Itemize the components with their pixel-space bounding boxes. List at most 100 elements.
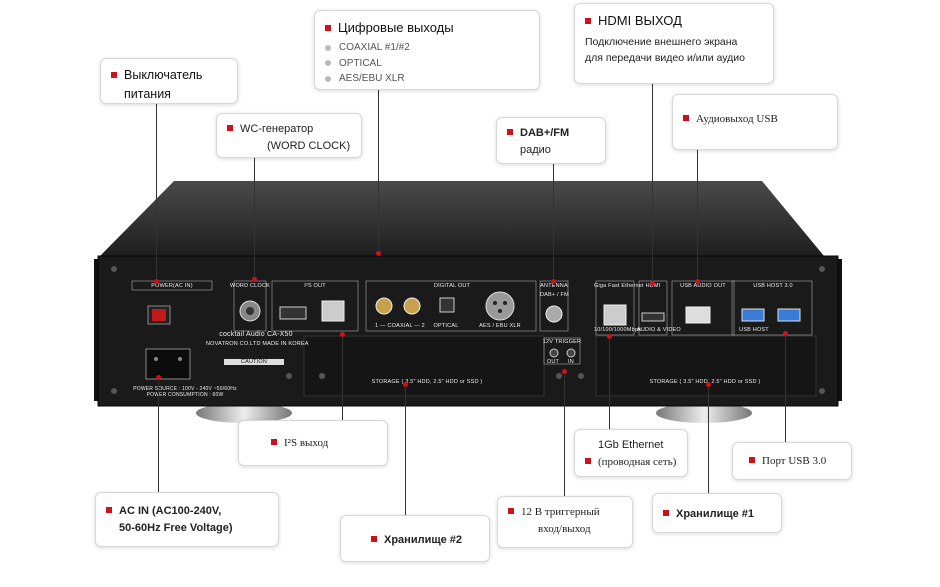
bullet-icon [507,129,513,135]
audio-video-label: AUDIO & VIDEO [637,327,681,333]
trigger-label: 12V TRIGGER [542,339,582,345]
callout-digital-out: Цифровые выходы COAXIAL #1/#2 OPTICAL AE… [314,10,540,90]
hdmi-device-label: HDMI [645,283,661,289]
word-clock-label: WORD CLOCK [230,283,270,289]
dab-fm-label: DAB+ / FM [540,292,569,298]
line-ac-in [158,378,159,492]
pin-hdmi [650,281,655,286]
coaxial-label: 1 — COAXIAL — 2 [375,323,425,329]
line-dab-fm [553,164,554,282]
hdmi-line2: для передачи видео и/или аудио [585,52,745,65]
callout-word-clock: WC-генератор (WORD CLOCK) [216,113,362,158]
power-consumption-label: POWER CONSUMPTION : 60W [146,392,224,398]
pin-storage1 [706,382,711,387]
callout-hdmi: HDMI ВЫХОД Подключение внешнего экрана д… [574,3,774,84]
line-power-switch [156,104,157,282]
i2s-label: I²S выход [284,437,329,449]
callout-storage2: Хранилище #2 [340,515,490,562]
dab-fm-line1: DAB+/FM [520,127,570,139]
ac-in-line2: 50-60Hz Free Voltage) [119,522,233,535]
list-dot-icon [325,75,331,82]
callout-dab-fm: DAB+/FM радио [496,117,606,164]
usb-audio-out-label: USB AUDIO OUT [680,283,726,289]
ac-in-line1: AC IN (AC100-240V, [119,505,222,517]
storage2-device-label: STORAGE ( 3.5" HDD, 2.5" HDD or SSD ) [371,379,483,385]
hdmi-title: HDMI ВЫХОД [598,13,682,28]
line-digital-out [378,90,379,254]
device-illustration [94,181,842,423]
callout-trigger: 12 В триггерный вход/выход [497,496,633,548]
pin-power-switch [154,279,159,284]
digital-out-item: OPTICAL [339,57,382,69]
trigger-in-label: IN [568,359,574,365]
callout-ac-in: AC IN (AC100-240V, 50-60Hz Free Voltage) [95,492,279,547]
trigger-line1: 12 В триггерный [521,506,600,518]
pin-usb30 [783,331,788,336]
digital-out-label: DIGITAL OUT [433,283,471,289]
pin-usb-audio [695,279,700,284]
callout-i2s: I²S выход [238,420,388,466]
callout-ethernet: 1Gb Ethernet (проводная сеть) [574,429,688,477]
ethernet-speed-label: 10/100/1000Mbps [594,327,642,333]
line-trigger [564,372,565,496]
bullet-icon [585,458,591,465]
bullet-icon [371,536,377,542]
brand-label: cocktail Audio CA-X50 [219,331,293,338]
i2s-out-label: I²S OUT [304,283,326,289]
word-clock-line2: (WORD CLOCK) [267,140,351,153]
power-switch-line2: питания [124,87,171,102]
line-storage1 [708,385,709,493]
callout-usb-audio: Аудиовыход USB [672,94,838,150]
usb-host-label: USB HOST 3.0 [753,283,793,289]
line-usb-audio [697,150,698,282]
digital-out-title: Цифровые выходы [338,20,454,35]
callout-usb30: Порт USB 3.0 [732,442,852,480]
hdmi-line1: Подключение внешнего экрана [585,36,738,49]
line-hdmi [652,84,653,284]
optical-label: OPTICAL [433,323,459,329]
audio-device-rear-panel: POWER(AC IN) WORD CLOCK I²S OUT DIGITAL … [84,181,852,426]
usb-host-port-label: USB HOST [739,327,769,333]
bullet-icon [663,510,669,516]
pin-ethernet [607,334,612,339]
ethernet-line2: (проводная сеть) [598,456,677,469]
bullet-icon [749,457,755,463]
power-ac-in-label: POWER(AC IN) [151,283,193,289]
storage1-label: Хранилище #1 [676,508,755,520]
caution-label: CAUTION [224,359,284,365]
bullet-icon [325,25,331,31]
bullet-icon [508,508,514,514]
maker-label: NOVATRON CO.LTD MADE IN KOREA [206,341,309,347]
pin-storage2 [403,382,408,387]
line-i2s [342,335,343,420]
storage1-device-label: STORAGE ( 3.5" HDD, 2.5" HDD or SSD ) [649,379,761,385]
pin-digital-out [376,251,381,256]
pin-ac-in [156,375,161,380]
pin-i2s [340,332,345,337]
list-dot-icon [325,60,331,67]
bullet-icon [271,439,277,445]
bullet-icon [106,507,112,513]
usb-audio-label: Аудиовыход USB [696,113,778,125]
callout-power-switch: Выключатель питания [100,58,238,104]
pin-word-clock [252,277,257,282]
bullet-icon [227,125,233,131]
usb30-label: Порт USB 3.0 [762,455,827,467]
digital-out-item: COAXIAL #1/#2 [339,42,410,54]
digital-out-item: AES/EBU XLR [339,73,405,85]
pin-trigger [562,369,567,374]
line-ethernet [609,337,610,429]
ethernet-label: Giga Fast Ethernet [594,283,644,289]
bullet-icon [111,72,117,78]
power-switch-line1: Выключатель [124,68,203,82]
line-storage2 [405,385,406,515]
dab-fm-line2: радио [520,144,551,157]
trigger-out-label: OUT [546,359,560,365]
storage2-label: Хранилище #2 [384,534,463,546]
antenna-label: ANTENNA [540,283,568,289]
pin-dab-fm [551,279,556,284]
word-clock-line1: WC-генератор [240,123,314,135]
callout-storage1: Хранилище #1 [652,493,782,533]
bullet-icon [683,115,689,121]
line-usb30 [785,334,786,442]
